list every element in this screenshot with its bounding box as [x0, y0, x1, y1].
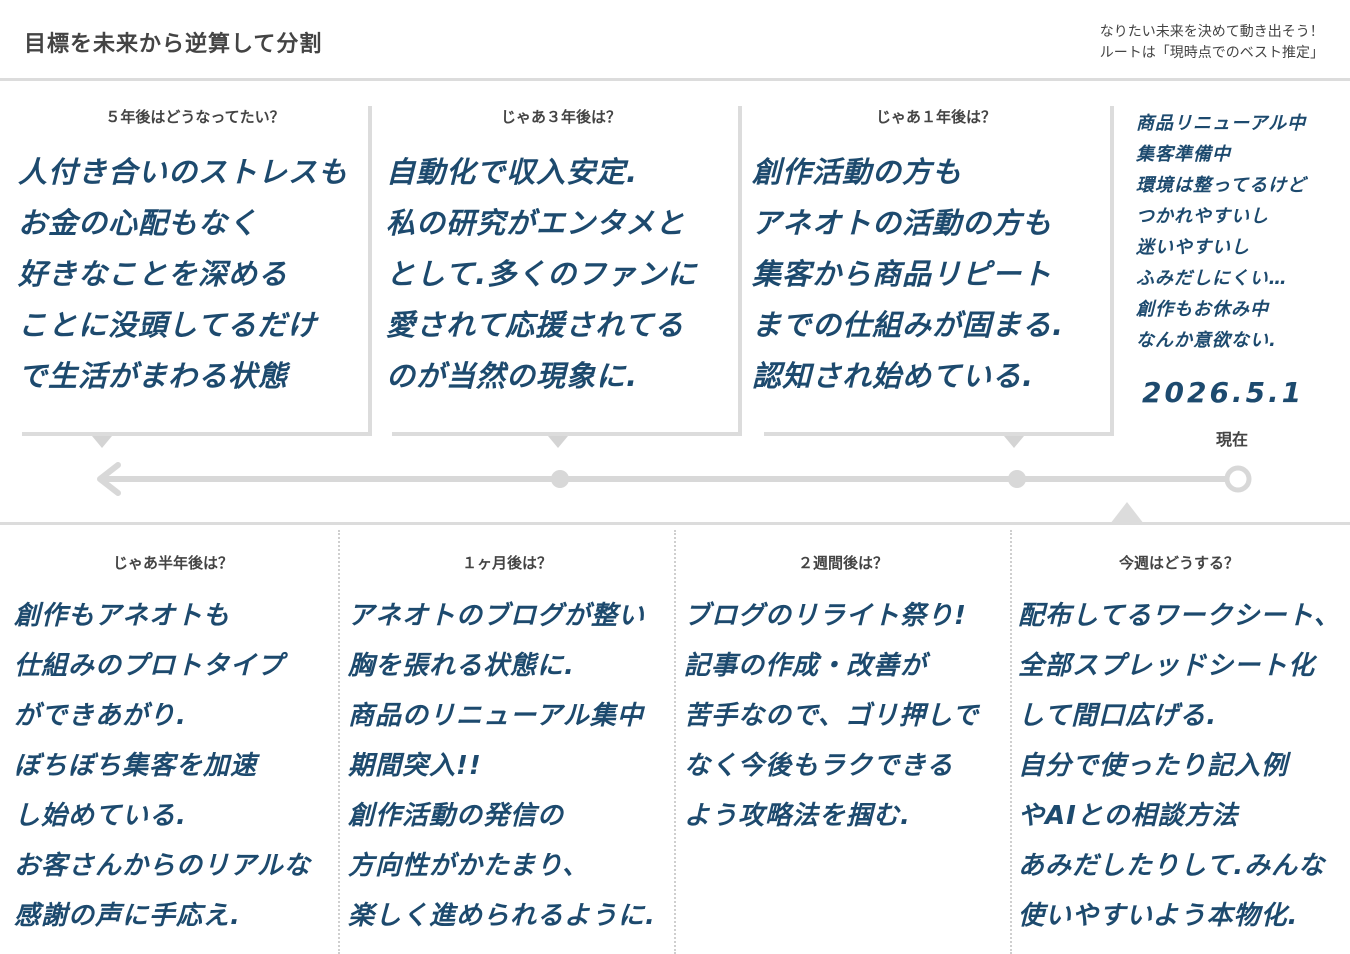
card-question: ５年後はどうなってたい？ — [105, 108, 285, 126]
handwritten-line: 期間突入!! — [348, 751, 482, 781]
handwritten-line: 使いやすいよう本物化. — [1018, 901, 1299, 931]
handwritten-line: 自分で使ったり記入例 — [1018, 751, 1289, 781]
handwritten-line: 創作もアネオトも — [14, 601, 231, 631]
handwritten-line: 感謝の声に手応え. — [14, 901, 241, 931]
column-separator — [1010, 530, 1012, 954]
handwritten-line: として.多くのファンに — [386, 257, 698, 291]
card-border-bottom — [764, 432, 1114, 436]
current-date: 2026.5.1 — [1142, 376, 1305, 409]
handwritten-line: 人付き合いのストレスも — [18, 155, 349, 189]
timeline-node-3-years — [551, 470, 569, 488]
arrow-head-icon — [97, 462, 121, 496]
handwritten-line: し始めている. — [14, 801, 187, 831]
pointer-up-icon — [1110, 502, 1144, 524]
card-2-weeks: ２週間後は？ ブログのリライト祭り! 記事の作成・改善が 苦手なので、ゴリ押しで… — [678, 552, 1008, 841]
handwritten-line: ふみだしにくい… — [1136, 268, 1288, 289]
handwritten-line: のが当然の現象に. — [386, 359, 639, 393]
handwritten-line: よう攻略法を掴む. — [684, 801, 911, 831]
handwritten-line: お客さんからのリアルな — [14, 851, 311, 881]
column-separator — [338, 530, 340, 954]
card-border-right — [1110, 106, 1114, 436]
handwritten-line: 環境は整ってるけど — [1136, 175, 1307, 196]
handwritten-line: 方向性がかたまり、 — [348, 851, 590, 881]
tagline-line-1: なりたい未来を決めて動き出そう！ — [1099, 24, 1324, 40]
card-this-week: 今週はどうする？ 配布してるワークシート、 全部スプレッドシート化 して間口広げ… — [1014, 552, 1344, 941]
card-question: じゃあ１年後は？ — [875, 108, 996, 126]
card-question: じゃあ半年後は？ — [112, 554, 233, 572]
card-border-right — [368, 106, 372, 436]
card-question: 今週はどうする？ — [1118, 554, 1239, 572]
timeline-node-now — [1224, 465, 1252, 493]
card-question: ２週間後は？ — [797, 554, 888, 572]
handwritten-line: 記事の作成・改善が — [684, 651, 928, 681]
handwritten-line: 創作活動の方も — [752, 155, 963, 189]
card-body: ブログのリライト祭り! 記事の作成・改善が 苦手なので、ゴリ押しで なく今後もラ… — [684, 591, 1008, 841]
handwritten-line: 集客から商品リピート — [752, 257, 1053, 291]
handwritten-line: 胸を張れる状態に. — [348, 651, 575, 681]
card-3-years: じゃあ３年後は？ 自動化で収入安定. 私の研究がエンタメと として.多くのファン… — [386, 106, 734, 402]
handwritten-line: 集客準備中 — [1136, 144, 1231, 165]
tagline-line-2: ルートは「現時点でのベスト推定」 — [1099, 45, 1324, 61]
column-separator — [674, 530, 676, 954]
handwritten-line: 私の研究がエンタメと — [386, 206, 686, 240]
card-body: アネオトのブログが整い 胸を張れる状態に. 商品のリニューアル集中 期間突入!!… — [348, 591, 672, 941]
current-label: 現在 — [1216, 430, 1249, 449]
handwritten-line: ブログのリライト祭り! — [684, 601, 967, 631]
handwritten-line: 迷いやすいし — [1136, 237, 1250, 258]
handwritten-line: 商品リニューアル中 — [1136, 113, 1307, 134]
current-state-note: 商品リニューアル中 集客準備中 環境は整ってるけど つかれやすいし 迷いやすいし… — [1136, 108, 1336, 356]
handwritten-line: お金の心配もなく — [18, 206, 259, 240]
card-1-month: １ヶ月後は？ アネオトのブログが整い 胸を張れる状態に. 商品のリニューアル集中… — [342, 552, 672, 941]
handwritten-line: して間口広げる. — [1018, 701, 1218, 731]
handwritten-line: 自動化で収入安定. — [386, 155, 639, 189]
timeline-node-1-year — [1008, 470, 1026, 488]
handwritten-line: あみだしたりして.みんな — [1018, 851, 1326, 881]
card-body: 創作活動の方も アネオトの活動の方も 集客から商品リピート までの仕組みが固まる… — [752, 147, 1114, 402]
handwritten-line: なんか意欲ない. — [1136, 330, 1277, 351]
handwritten-line: 創作活動の発信の — [348, 801, 565, 831]
handwritten-line: 愛されて応援されてる — [386, 308, 685, 342]
handwritten-line: つかれやすいし — [1136, 206, 1269, 227]
pointer-triangle — [1004, 436, 1024, 448]
timeline-arrow — [97, 462, 1252, 496]
handwritten-line: やAIとの相談方法 — [1018, 801, 1239, 831]
card-border-bottom — [392, 432, 742, 436]
card-question: １ヶ月後は？ — [461, 554, 552, 572]
header-divider — [0, 78, 1350, 81]
pointer-triangle — [548, 436, 568, 448]
handwritten-line: で生活がまわる状態 — [18, 359, 289, 393]
card-1-year: じゃあ１年後は？ 創作活動の方も アネオトの活動の方も 集客から商品リピート ま… — [752, 106, 1114, 402]
card-body: 自動化で収入安定. 私の研究がエンタメと として.多くのファンに 愛されて応援さ… — [386, 147, 734, 402]
tagline: なりたい未来を決めて動き出そう！ ルートは「現時点でのベスト推定」 — [1100, 22, 1324, 64]
handwritten-line: ができあがり. — [14, 701, 187, 731]
handwritten-line: 全部スプレッドシート化 — [1018, 651, 1316, 681]
card-border-bottom — [22, 432, 372, 436]
section-divider — [0, 522, 1350, 525]
note-body: 商品リニューアル中 集客準備中 環境は整ってるけど つかれやすいし 迷いやすいし… — [1136, 108, 1336, 356]
pointer-triangle — [92, 436, 112, 448]
page-title: 目標を未来から逆算して分割 — [24, 32, 323, 57]
handwritten-line: ことに没頭してるだけ — [18, 308, 318, 342]
handwritten-line: までの仕組みが固まる. — [752, 308, 1065, 342]
handwritten-line: 商品のリニューアル集中 — [348, 701, 644, 731]
handwritten-line: 好きなことを深める — [18, 257, 289, 291]
handwritten-line: 苦手なので、ゴリ押しで — [684, 701, 980, 731]
handwritten-line: アネオトのブログが整い — [348, 601, 646, 631]
handwritten-line: 配布してるワークシート、 — [1018, 601, 1341, 631]
card-body: 創作もアネオトも 仕組みのプロトタイプ ができあがり. ぼちぼち集客を加速 し始… — [14, 591, 336, 941]
card-body: 人付き合いのストレスも お金の心配もなく 好きなことを深める ことに没頭してるだ… — [18, 147, 368, 402]
handwritten-line: 認知され始めている. — [752, 359, 1035, 393]
handwritten-line: ぼちぼち集客を加速 — [14, 751, 258, 781]
handwritten-line: なく今後もラクできる — [684, 751, 954, 781]
handwritten-line: 仕組みのプロトタイプ — [14, 651, 285, 681]
card-border-right — [738, 106, 742, 436]
handwritten-line: 創作もお休み中 — [1136, 299, 1269, 320]
card-question: じゃあ３年後は？ — [500, 108, 621, 126]
card-body: 配布してるワークシート、 全部スプレッドシート化 して間口広げる. 自分で使った… — [1018, 591, 1344, 941]
card-5-years: ５年後はどうなってたい？ 人付き合いのストレスも お金の心配もなく 好きなことを… — [18, 106, 368, 402]
handwritten-line: 楽しく進められるように. — [348, 901, 656, 931]
handwritten-line: アネオトの活動の方も — [752, 206, 1053, 240]
card-half-year: じゃあ半年後は？ 創作もアネオトも 仕組みのプロトタイプ ができあがり. ぼちぼ… — [10, 552, 336, 941]
